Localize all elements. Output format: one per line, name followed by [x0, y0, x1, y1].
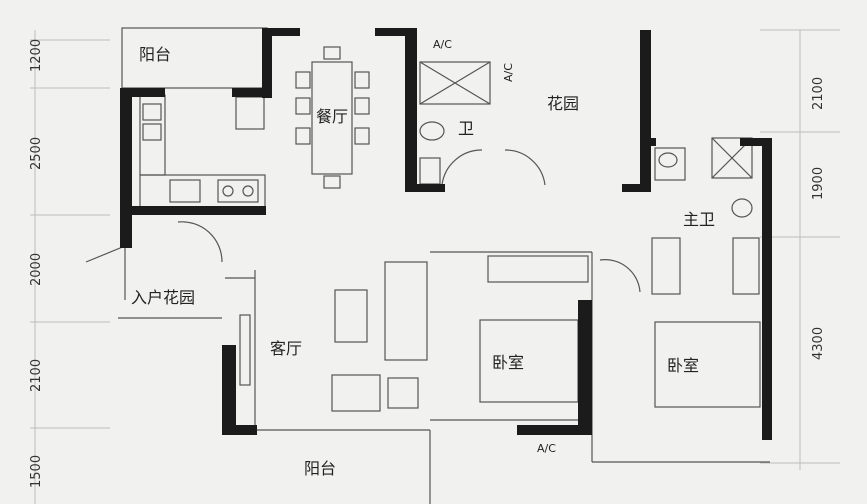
- room-label-balcony-bottom: 阳台: [304, 459, 336, 478]
- room-label-master-bath: 主卫: [683, 210, 715, 229]
- dim-left-1: 1200: [29, 39, 44, 72]
- dim-left-2: 2500: [29, 137, 44, 170]
- dim-left-3: 2000: [29, 253, 44, 286]
- dim-right-1: 2100: [811, 77, 826, 110]
- room-label-dining: 餐厅: [316, 107, 348, 126]
- ac-label-vertical: A/C: [502, 63, 515, 82]
- fixtures: [85, 27, 770, 504]
- dim-right-3: 4300: [811, 327, 826, 360]
- room-label-bedroom-1: 卧室: [492, 353, 524, 372]
- room-label-living: 客厅: [270, 339, 302, 358]
- walls: [120, 28, 772, 440]
- room-label-bedroom-2: 卧室: [667, 356, 699, 375]
- dimension-guides: [30, 29, 840, 504]
- room-label-bath: 卫: [458, 119, 474, 138]
- room-label-entry-garden: 入户花园: [131, 288, 195, 307]
- dim-right-2: 1900: [811, 167, 826, 200]
- room-label-balcony-top: 阳台: [139, 45, 171, 64]
- dim-left-5: 1500: [29, 455, 44, 488]
- room-label-garden: 花园: [547, 94, 579, 113]
- dim-left-4: 2100: [29, 359, 44, 392]
- ac-label-bottom: A/C: [537, 442, 556, 455]
- ac-label-top: A/C: [433, 38, 452, 51]
